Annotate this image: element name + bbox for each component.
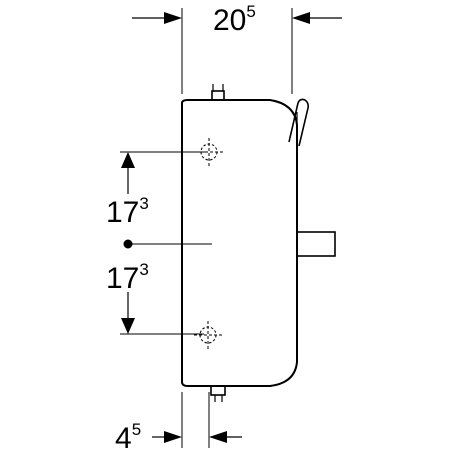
lower-arrow-head [121,318,135,334]
dimension-top-width: 205 [213,2,256,37]
filled-dot-icon [123,239,133,249]
top-stud [211,90,225,101]
top-arrow-right-head [292,12,310,24]
dimension-lower-height: 173 [106,260,149,295]
bottom-arrow-left-head [164,431,182,443]
body-outline [181,99,298,387]
dimension-upper-height: 173 [106,194,149,229]
top-arrow-left-head [164,12,182,24]
bottom-arrow-right-head [209,431,227,443]
top-hook [288,98,309,147]
upper-arrow-head [121,152,135,168]
bottom-stud [210,385,226,396]
side-connector [296,231,336,257]
dashed-crosshair-icon [194,321,222,349]
dimension-bottom-offset: 45 [115,420,141,450]
